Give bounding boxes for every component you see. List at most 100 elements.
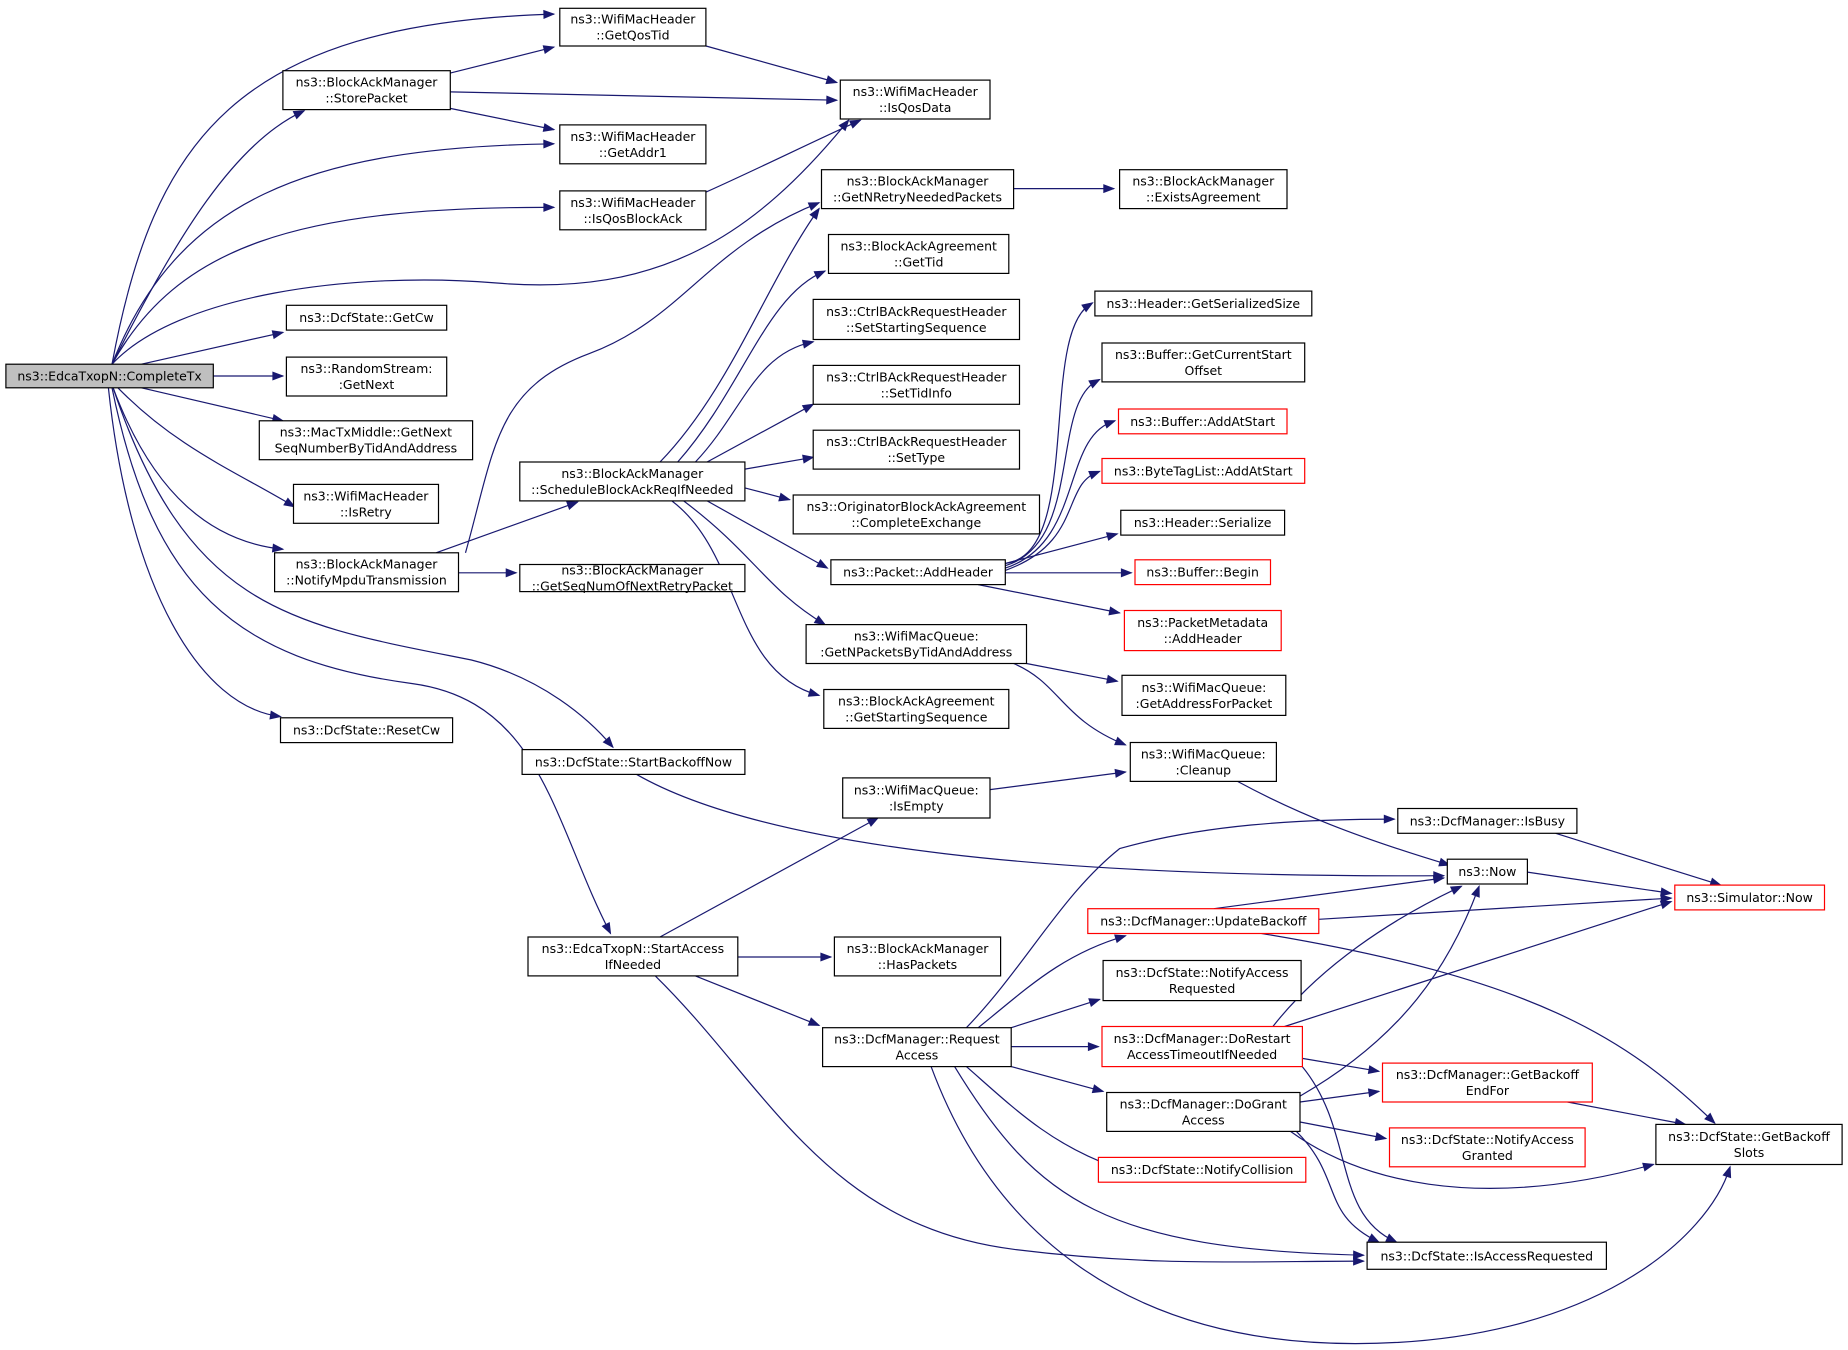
- edge-line: [1299, 886, 1480, 1097]
- node-getNextSeq[interactable]: ns3::MacTxMiddle::GetNextSeqNumberByTidA…: [258, 420, 474, 461]
- node-label: ::GetQosTid: [596, 28, 669, 43]
- node-startBackoffNow[interactable]: ns3::DcfState::StartBackoffNow: [521, 748, 746, 775]
- edge-getQosTid-to-isQosData: [705, 45, 839, 85]
- arrowhead-icon: [778, 492, 791, 502]
- node-getAddr1[interactable]: ns3::WifiMacHeader::GetAddr1: [559, 124, 707, 165]
- edge-line: [1299, 1121, 1387, 1140]
- node-completeExchange[interactable]: ns3::OriginatorBlockAckAgreement::Comple…: [792, 494, 1041, 535]
- edge-line: [1555, 832, 1721, 886]
- node-setStartingSeq[interactable]: ns3::CtrlBAckRequestHeader::SetStartingS…: [812, 298, 1021, 341]
- node-getTid[interactable]: ns3::BlockAckAgreement::GetTid: [827, 233, 1010, 275]
- edge-line: [705, 45, 837, 84]
- node-byteTagAddAtStart[interactable]: ns3::ByteTagList::AddAtStart: [1101, 457, 1306, 484]
- node-box: [274, 552, 460, 593]
- edge-getNPackets-to-getAddressForPacket: [1026, 662, 1119, 684]
- edge-line: [677, 270, 826, 463]
- node-isAccessRequested[interactable]: ns3::DcfState::IsAccessRequested: [1366, 1241, 1607, 1270]
- edge-line: [966, 1066, 1115, 1168]
- node-box: [1121, 674, 1287, 716]
- node-label: ns3::Buffer::AddAtStart: [1130, 414, 1275, 429]
- node-doRestart[interactable]: ns3::DcfManager::DoRestartAccessTimeoutI…: [1101, 1025, 1303, 1068]
- arrowhead-icon: [848, 119, 862, 129]
- node-hasPackets[interactable]: ns3::BlockAckManager::HasPackets: [833, 936, 1002, 977]
- node-isQosData[interactable]: ns3::WifiMacHeader::IsQosData: [839, 79, 991, 120]
- node-isQosBlockAck[interactable]: ns3::WifiMacHeader::IsQosBlockAck: [559, 190, 707, 231]
- node-now[interactable]: ns3::Now: [1446, 858, 1529, 885]
- node-isBusy[interactable]: ns3::DcfManager::IsBusy: [1397, 807, 1578, 834]
- node-label: ::AddHeader: [1164, 631, 1243, 646]
- node-getQosTid[interactable]: ns3::WifiMacHeader::GetQosTid: [559, 7, 707, 47]
- node-box: [1123, 609, 1282, 652]
- node-box: [1101, 457, 1306, 484]
- node-notifyMpdu[interactable]: ns3::BlockAckManager::NotifyMpduTransmis…: [274, 552, 460, 593]
- edge-scheduleBar-to-getNPackets: [683, 500, 827, 626]
- edge-line: [930, 1066, 1731, 1345]
- edge-root-to-startAccess: [111, 387, 612, 935]
- node-getSeqNumNext[interactable]: ns3::BlockAckManager::GetSeqNumOfNextRet…: [519, 563, 746, 594]
- node-root[interactable]: ns3::EdcaTxopN::CompleteTx: [5, 363, 214, 389]
- arrowhead-icon: [1103, 184, 1116, 194]
- node-isRetry[interactable]: ns3::WifiMacHeader::IsRetry: [292, 483, 440, 524]
- edge-requestAccess-to-updateBackoff: [977, 934, 1127, 1029]
- edge-doRestart-to-now: [1272, 885, 1463, 1027]
- edge-line: [450, 107, 555, 131]
- node-box: [812, 429, 1021, 470]
- node-pmAddHeader[interactable]: ns3::PacketMetadata::AddHeader: [1123, 609, 1282, 652]
- arrowhead-icon: [825, 75, 839, 85]
- edge-line: [1011, 1066, 1104, 1092]
- node-bufferAddAtStart[interactable]: ns3::Buffer::AddAtStart: [1117, 408, 1288, 435]
- node-label: ns3::BlockAckManager: [296, 75, 439, 90]
- edge-startAccess-to-hasPackets: [737, 952, 833, 962]
- node-bufferBegin[interactable]: ns3::Buffer::Begin: [1134, 559, 1272, 586]
- edge-line: [694, 341, 814, 463]
- edge-requestAccess-to-doRestart: [1011, 1042, 1100, 1052]
- node-getNext[interactable]: ns3::RandomStream::GetNext: [285, 356, 448, 397]
- node-label: Access: [896, 1048, 939, 1063]
- node-setTidInfo[interactable]: ns3::CtrlBAckRequestHeader::SetTidInfo: [812, 364, 1021, 405]
- edge-line: [1005, 378, 1100, 567]
- node-label: ns3::DcfManager::Request: [834, 1032, 1000, 1047]
- arrowhead-icon: [542, 45, 556, 55]
- edge-line: [1213, 877, 1444, 910]
- node-getNPackets[interactable]: ns3::WifiMacQueue::GetNPacketsByTidAndAd…: [805, 623, 1028, 665]
- edge-startBackoffNow-to-now: [636, 773, 1446, 881]
- node-cleanup[interactable]: ns3::WifiMacQueue::Cleanup: [1129, 741, 1278, 783]
- node-box: [5, 363, 214, 389]
- node-label: ns3::DcfManager::DoRestart: [1114, 1031, 1291, 1046]
- edge-line: [112, 387, 614, 748]
- node-box: [519, 563, 746, 593]
- node-label: EndFor: [1466, 1083, 1510, 1098]
- edge-root-to-getNextSeq: [141, 387, 285, 423]
- node-isEmpty[interactable]: ns3::WifiMacQueue::IsEmpty: [842, 777, 991, 819]
- node-existsAgreement[interactable]: ns3::BlockAckManager::ExistsAgreement: [1118, 169, 1288, 210]
- arrowhead-icon: [816, 559, 829, 569]
- edge-storePacket-to-getAddr1: [450, 107, 556, 132]
- node-simNow[interactable]: ns3::Simulator::Now: [1674, 884, 1826, 911]
- node-resetCw[interactable]: ns3::DcfState::ResetCw: [279, 717, 454, 744]
- node-scheduleBar[interactable]: ns3::BlockAckManager::ScheduleBlockAckRe…: [519, 461, 746, 502]
- node-addHeader[interactable]: ns3::Packet::AddHeader: [830, 559, 1006, 586]
- node-getNRetry[interactable]: ns3::BlockAckManager::GetNRetryNeededPac…: [820, 169, 1015, 210]
- node-headerSerialize[interactable]: ns3::Header::Serialize: [1120, 509, 1286, 536]
- edge-notifyMpdu-to-scheduleBar: [435, 501, 579, 554]
- node-notifyCollision[interactable]: ns3::DcfState::NotifyCollision: [1097, 1156, 1307, 1183]
- edge-line: [1272, 885, 1462, 1027]
- node-label: Slots: [1734, 1145, 1764, 1160]
- arrowhead-icon: [292, 110, 306, 120]
- node-getAddressForPacket[interactable]: ns3::WifiMacQueue::GetAddressForPacket: [1121, 674, 1287, 716]
- node-setType[interactable]: ns3::CtrlBAckRequestHeader::SetType: [812, 429, 1021, 470]
- edge-root-to-getAddr1: [111, 139, 556, 365]
- node-getStartingSeq[interactable]: ns3::BlockAckAgreement::GetStartingSeque…: [823, 688, 1010, 730]
- node-updateBackoff[interactable]: ns3::DcfManager::UpdateBackoff: [1087, 908, 1320, 935]
- node-storePacket[interactable]: ns3::BlockAckManager::StorePacket: [282, 70, 451, 111]
- node-getSerializedSize[interactable]: ns3::Header::GetSerializedSize: [1094, 290, 1313, 317]
- node-getCw[interactable]: ns3::DcfState::GetCw: [285, 304, 448, 331]
